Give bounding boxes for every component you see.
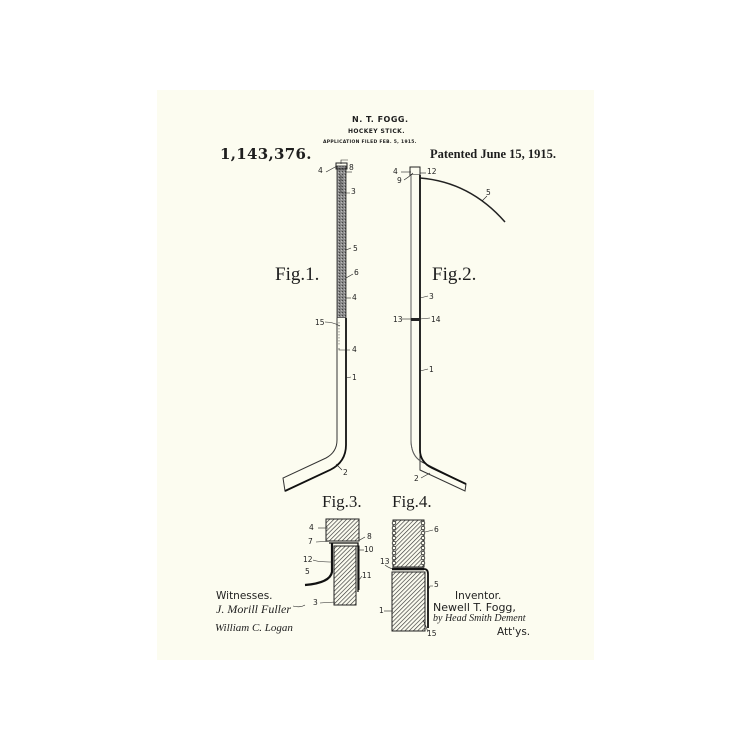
patented-date: Patented June 15, 1915. (430, 147, 557, 161)
ref-numeral: 2 (343, 468, 348, 477)
patent-paper (157, 90, 594, 660)
ref-numeral: 2 (414, 474, 419, 483)
ref-numeral: 1 (352, 373, 357, 382)
ref-numeral: 11 (362, 571, 372, 580)
ref-numeral: 15 (427, 629, 437, 638)
ref-numeral: 4 (318, 166, 323, 175)
witness-signature-1: J. Morill Fuller (216, 602, 291, 616)
ref-numeral: 5 (305, 567, 310, 576)
header-title: HOCKEY STICK. (348, 128, 405, 135)
figure-1-drawing (282, 159, 354, 492)
ref-numeral: 4 (309, 523, 314, 532)
ref-numeral: 13 (393, 315, 403, 324)
patent-number: 1,143,376. (220, 145, 312, 163)
figure-3-label: Fig.3. (322, 492, 362, 511)
ref-numeral: 13 (380, 557, 390, 566)
inventor-heading: Inventor. (455, 590, 502, 602)
ref-numeral: 6 (434, 525, 439, 534)
figure-4-label: Fig.4. (392, 492, 432, 511)
figure-1-label: Fig.1. (275, 264, 320, 285)
ref-numeral: 3 (313, 598, 318, 607)
figure-4-drawing (384, 519, 434, 633)
ref-numeral: 9 (397, 176, 402, 185)
ref-numeral: 12 (303, 555, 313, 564)
ref-numeral: 4 (352, 293, 357, 302)
ref-numeral: 6 (354, 268, 359, 277)
figure-2-drawing (401, 166, 506, 492)
ref-numeral: 5 (434, 580, 439, 589)
ref-numeral: 1 (429, 365, 434, 374)
ref-numeral: 4 (352, 345, 357, 354)
inventor-name: Newell T. Fogg, (433, 601, 516, 614)
ref-numeral: 12 (427, 167, 437, 176)
attorney-by-line: by Head Smith Dement (433, 613, 526, 624)
ref-numeral: 4 (393, 167, 398, 176)
header-inventor-name: N. T. FOGG. (352, 115, 409, 124)
ref-numeral: 3 (351, 187, 356, 196)
figure-3-drawing (304, 518, 366, 606)
header-application-filed: APPLICATION FILED FEB. 5, 1915. (323, 140, 417, 145)
ref-numeral: 3 (429, 292, 434, 301)
attorneys-label: Att'ys. (497, 626, 531, 638)
ref-numeral: 10 (364, 545, 374, 554)
ref-numeral: 8 (349, 163, 354, 172)
witness-signature-2: William C. Logan (215, 622, 293, 634)
figure-2-label: Fig.2. (432, 264, 477, 285)
witnesses-heading: Witnesses. (216, 590, 273, 602)
ref-numeral: 5 (353, 244, 358, 253)
ref-numeral: 15 (315, 318, 325, 327)
ref-numeral: 5 (486, 188, 491, 197)
ref-numeral: 14 (431, 315, 441, 324)
ref-numeral: 1 (379, 606, 384, 615)
ref-numeral: 7 (308, 537, 313, 546)
ref-numeral: 8 (367, 532, 372, 541)
